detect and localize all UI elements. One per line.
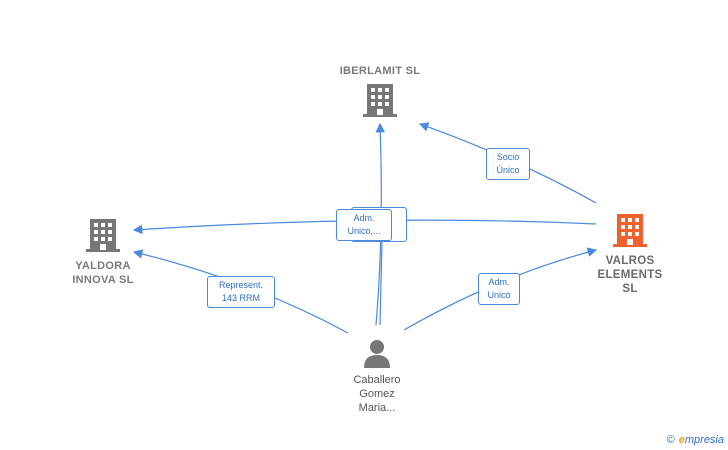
- building-icon: [363, 84, 397, 117]
- node-valros-label-1: VALROS: [605, 255, 655, 267]
- edge-label-adm-unico-right[interactable]: Adm. Unico: [478, 273, 520, 305]
- edge-person-stub: [379, 239, 383, 326]
- node-valros[interactable]: VALROS ELEMENTS SL: [588, 211, 672, 296]
- edge-label-socio-unico[interactable]: Socio Único: [486, 148, 530, 180]
- node-person-label-1: Caballero: [353, 374, 401, 386]
- node-iberlamit[interactable]: IBERLAMIT SL: [320, 64, 440, 124]
- brand-e: e: [678, 434, 685, 446]
- watermark: ©empresia: [667, 434, 724, 446]
- copyright-symbol: ©: [666, 434, 675, 446]
- node-iberlamit-label: IBERLAMIT SL: [339, 65, 421, 77]
- edge-label-represent-2: 143 RRM: [221, 293, 260, 303]
- edge-label-represent[interactable]: Represent. 143 RRM: [207, 276, 275, 308]
- node-person-label-3: Maria...: [358, 402, 396, 414]
- node-person[interactable]: Caballero Gomez Maria...: [332, 338, 422, 415]
- edge-label-socio-unico-2: Único: [496, 165, 520, 175]
- edge-label-adm-center-1: Adm.: [353, 213, 375, 223]
- node-yaldora[interactable]: YALDORA INNOVA SL: [58, 216, 148, 287]
- brand-name: mpresia: [684, 434, 724, 446]
- person-icon: [364, 340, 390, 368]
- building-icon: [613, 214, 647, 247]
- node-person-label-2: Gomez: [359, 388, 395, 400]
- node-valros-label-2: ELEMENTS: [597, 269, 663, 281]
- building-icon: [86, 219, 120, 252]
- edge-label-represent-1: Represent.: [218, 280, 264, 290]
- edge-label-adm-unico-center[interactable]: Adm. Unico,...: [336, 209, 392, 241]
- node-valros-label-3: SL: [622, 283, 638, 295]
- node-yaldora-label-2: INNOVA SL: [72, 274, 134, 286]
- node-yaldora-label-1: YALDORA: [75, 260, 131, 272]
- edge-label-socio-unico-1: Socio: [496, 152, 520, 162]
- edge-label-adm-center-2: Unico,...: [347, 226, 381, 236]
- edge-label-adm-right-1: Adm.: [488, 277, 510, 287]
- edge-label-adm-right-2: Unico: [487, 290, 511, 300]
